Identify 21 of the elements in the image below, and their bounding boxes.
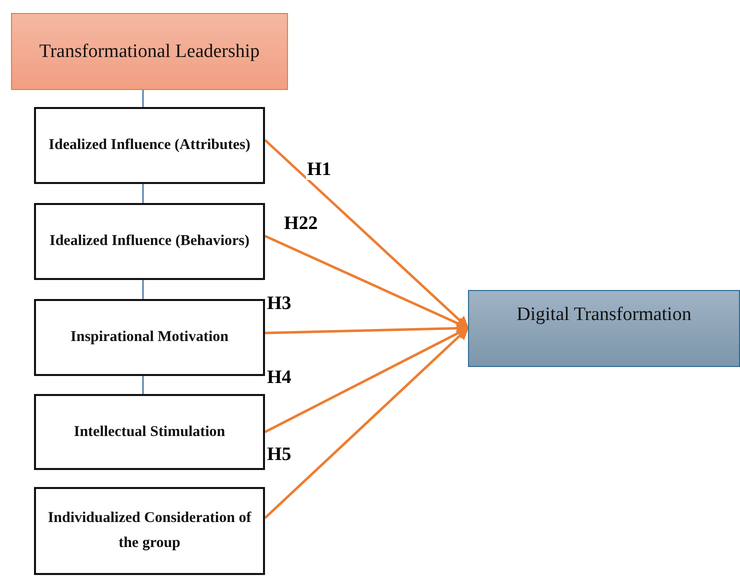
node-text: Idealized Influence (Behaviors) bbox=[50, 232, 250, 251]
arrow bbox=[264, 139, 469, 329]
connector-line bbox=[142, 90, 144, 107]
dimension-box bbox=[34, 299, 265, 376]
dimension-box bbox=[34, 394, 265, 470]
edge-label: H1 bbox=[306, 160, 332, 180]
dimension-box bbox=[34, 203, 265, 280]
connector-line bbox=[142, 280, 144, 299]
node-text: Transformational Leadership bbox=[39, 40, 260, 64]
node-text: Idealized Influence (Attributes) bbox=[48, 136, 250, 155]
connector-line bbox=[142, 376, 144, 394]
node-text: Digital Transformation bbox=[516, 303, 692, 327]
outcome-box bbox=[468, 290, 740, 367]
arrow bbox=[264, 327, 469, 519]
node-text: Inspirational Motivation bbox=[70, 328, 228, 347]
construct-box bbox=[11, 13, 288, 90]
node-text: Individualized Consideration of the group bbox=[46, 509, 252, 553]
dimension-box bbox=[34, 107, 265, 184]
dimension-box bbox=[34, 487, 265, 575]
node-text: Intellectual Stimulation bbox=[74, 422, 226, 442]
connector-line bbox=[142, 184, 144, 203]
